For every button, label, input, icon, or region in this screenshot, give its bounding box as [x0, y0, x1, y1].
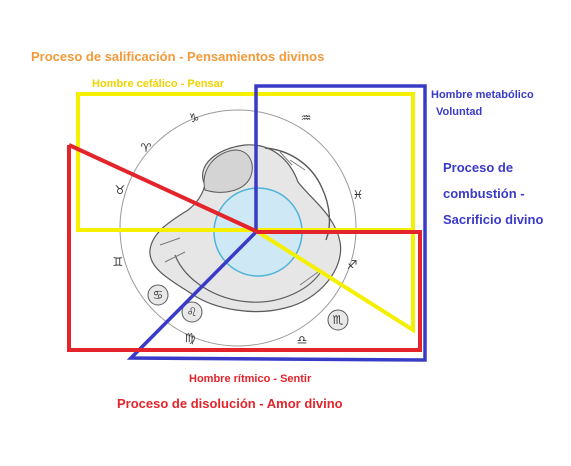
disolucion-label: Proceso de disolución - Amor divino — [117, 396, 343, 411]
zodiac-pisces: ♓ — [353, 188, 364, 202]
salificacion-label: Proceso de salificación - Pensamientos d… — [31, 49, 325, 64]
combustion-label-line3: Sacrificio divino — [443, 212, 544, 227]
blue-zone — [126, 84, 427, 362]
zodiac-aquarius: ♒ — [301, 111, 312, 125]
zodiac-gemini: ♊ — [113, 255, 124, 269]
red-zone — [67, 143, 422, 352]
zodiac-aries: ♈ — [141, 141, 152, 155]
ritmico-outline — [67, 143, 422, 352]
zodiac-glyph-aquarius: ♒ — [301, 111, 312, 125]
zodiac-capricorn: ♑ — [189, 111, 200, 125]
zodiac-cancer: ♋ — [147, 284, 169, 306]
zodiac-glyph-virgo: ♍ — [185, 331, 196, 345]
zodiac-glyph-capricorn: ♑ — [189, 111, 200, 125]
figure-shading — [159, 151, 319, 286]
zodiac-glyph-libra: ♎ — [297, 333, 308, 347]
zodiac-medallion — [181, 301, 203, 323]
zodiac-glyph-pisces: ♓ — [353, 188, 364, 202]
zodiac-signs: ♑ ♈ ♉ ♊ ♋ ♌ ♍ ♎ ♏ ♐ ♓ ♒ — [113, 111, 364, 347]
zodiac-medallion — [327, 309, 349, 331]
metabolico-outline — [126, 84, 427, 362]
combustion-label-line1: Proceso de — [443, 160, 514, 175]
zodiac-glyph-aries: ♈ — [141, 141, 152, 155]
zodiac-taurus: ♉ — [115, 183, 126, 197]
zodiac-medallion — [147, 284, 169, 306]
zodiac-libra: ♎ — [297, 333, 308, 347]
zodiac-glyph-gemini: ♊ — [113, 255, 124, 269]
zodiac-glyph-cancer: ♋ — [153, 288, 164, 302]
zodiac-glyph-sagittarius: ♐ — [347, 258, 358, 272]
ritmico-label: Hombre rítmico - Sentir — [189, 373, 312, 385]
figure-head — [203, 149, 253, 193]
zodiac-virgo: ♍ — [185, 331, 196, 345]
zodiac-glyph-taurus: ♉ — [115, 183, 126, 197]
zodiac-leo: ♌ — [181, 301, 203, 323]
cefalico-label: Hombre cefálico - Pensar — [92, 78, 225, 90]
figure-leg — [174, 254, 323, 303]
zodiac-glyph-leo: ♌ — [187, 305, 198, 319]
metabolico-label-line1: Hombre metabólico — [431, 89, 534, 101]
metabolico-label-line2: Voluntad — [436, 106, 483, 118]
figure-arm — [264, 147, 331, 241]
zodiac-glyph-scorpio: ♏ — [333, 313, 344, 327]
combustion-label-line2: combustión - — [443, 186, 525, 201]
zodiac-sagittarius: ♐ — [347, 258, 358, 272]
cefalico-rectangle — [76, 92, 415, 232]
zodiac-scorpio: ♏ — [327, 309, 349, 331]
